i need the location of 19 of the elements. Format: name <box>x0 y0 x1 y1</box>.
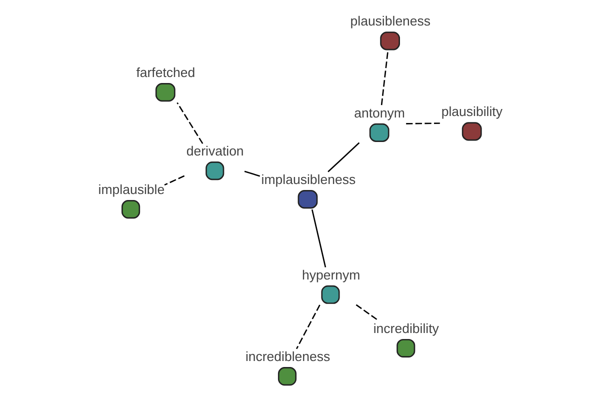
connector <box>164 175 185 186</box>
node-label: plausibleness <box>350 14 431 29</box>
node-label: incredibleness <box>245 349 330 364</box>
connector <box>176 102 204 144</box>
connector <box>296 304 320 350</box>
node-label: plausibility <box>441 104 502 120</box>
node-label: derivation <box>186 144 244 159</box>
node-label: incredibility <box>373 320 439 336</box>
connector <box>244 170 260 177</box>
connector <box>380 51 388 106</box>
connector <box>328 142 360 172</box>
node-label: hypernym <box>302 267 360 282</box>
node-label: implausible <box>98 182 165 198</box>
node-label: antonym <box>354 105 405 120</box>
connector <box>356 304 380 322</box>
node-label: farfetched <box>136 65 196 80</box>
connector <box>406 122 440 124</box>
node-label: implausibleness <box>261 172 356 188</box>
connector <box>311 209 326 268</box>
